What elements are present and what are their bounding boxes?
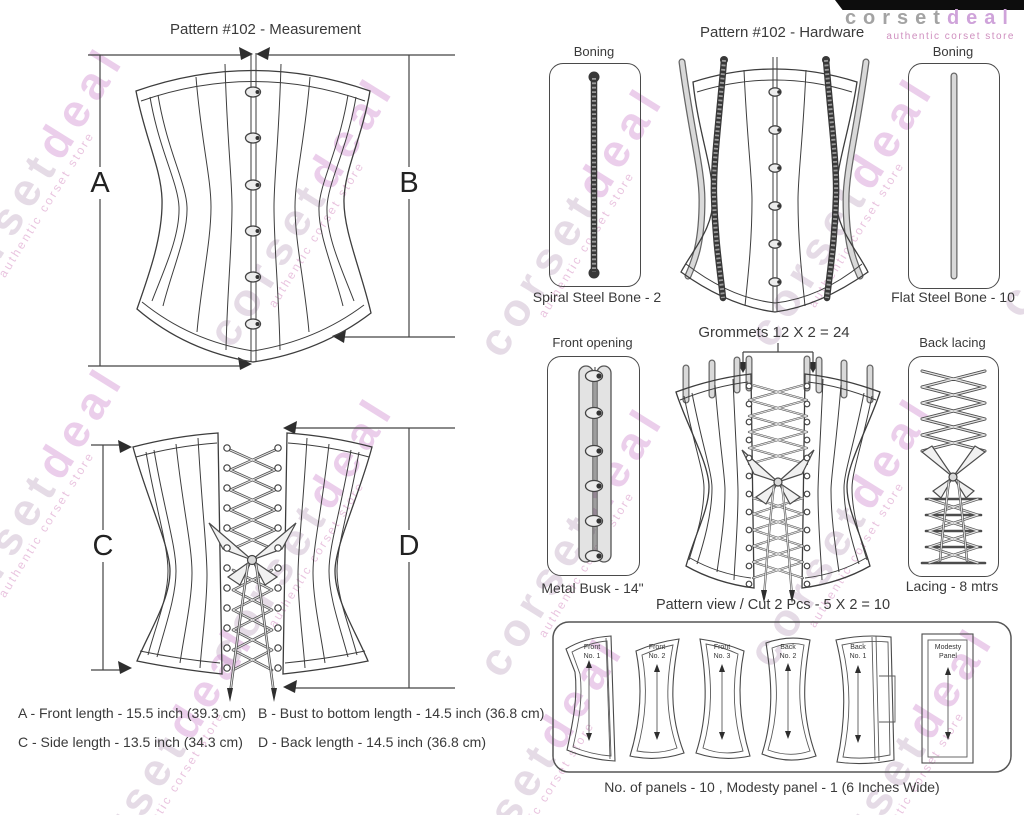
grommets-laces: [741, 382, 815, 603]
label-a: A: [85, 167, 115, 199]
piece-back-2: [761, 637, 817, 761]
piece-back-1: [835, 635, 896, 765]
piece-label-front-1: Front No. 1: [583, 644, 601, 660]
piece-label-back-2: Back No. 2: [779, 644, 797, 660]
boning-right-label: Boning: [932, 44, 974, 59]
brand-logo-tagline: authentic corset store: [886, 31, 1015, 42]
watermark-text: corset: [0, 140, 70, 326]
metal-busk-caption: Metal Busk - 14": [541, 580, 644, 596]
flat-steel-bone-icon: [950, 72, 958, 280]
grommets-label: Grommets 12 X 2 = 24: [698, 324, 850, 341]
piece-label-back-1: Back No. 1: [849, 644, 867, 660]
note-side-length: C - Side length - 13.5 inch (34.3 cm): [18, 734, 243, 750]
front-opening-label: Front opening: [552, 335, 633, 350]
corset-front-outline: [135, 53, 372, 363]
lacing-caption: Lacing - 8 mtrs: [905, 578, 999, 594]
piece-modesty-panel: [921, 633, 974, 764]
piece-front-2: [629, 638, 685, 759]
label-d: D: [394, 530, 424, 562]
hardware-busk-clasps: [768, 87, 782, 287]
note-bust-bottom-length: B - Bust to bottom length - 14.5 inch (3…: [258, 705, 545, 721]
piece-front-3: [695, 638, 751, 759]
corset-back-outline: [132, 432, 373, 675]
busk-clasps: [244, 86, 262, 330]
piece-label-front-2: Front No. 2: [648, 644, 666, 660]
pattern-pieces-diagram: [552, 621, 1012, 773]
spiral-steel-bone-icon: [588, 71, 600, 279]
logo-black-band: [835, 0, 1024, 10]
lacing-icon: [920, 369, 987, 565]
flat-bone-caption: Flat Steel Bone - 10: [891, 289, 1015, 305]
label-c: C: [88, 530, 118, 562]
label-b: B: [394, 167, 424, 199]
spiral-bone-box: [549, 63, 641, 287]
hardware-spiral-bones: [710, 56, 840, 302]
measurement-title: Pattern #102 - Measurement: [170, 21, 361, 38]
note-front-length: A - Front length - 15.5 inch (39.3 cm): [18, 705, 246, 721]
flat-bone-box: [908, 63, 1000, 289]
corset-front-measurement-diagram: [88, 47, 455, 370]
hardware-title: Pattern #102 - Hardware: [700, 24, 865, 41]
note-back-length: D - Back length - 14.5 inch (36.8 cm): [258, 734, 486, 750]
piece-front-1: [565, 635, 616, 762]
metal-busk-box: [547, 356, 640, 576]
hardware-flat-bones: [678, 58, 870, 280]
brand-logo: corsetdeal authentic corset store: [844, 7, 1015, 45]
grommets-bone-tips: [682, 355, 874, 404]
grommets-outline: [675, 373, 881, 589]
back-lacing-laces: [208, 448, 297, 702]
metal-busk-icon: [578, 365, 612, 563]
brand-logo-text: corsetdeal: [844, 7, 1015, 29]
lacing-box: [908, 356, 999, 577]
pattern-view-title: Pattern view / Cut 2 Pcs - 5 X 2 = 10: [655, 597, 891, 613]
boning-left-label: Boning: [573, 44, 615, 59]
piece-label-front-3: Front No. 3: [713, 644, 731, 660]
panels-note: No. of panels - 10 , Modesty panel - 1 (…: [604, 779, 940, 795]
back-grommets: [223, 444, 282, 672]
corset-grommets-diagram: [675, 343, 881, 603]
measure-lines-ab: [88, 47, 455, 370]
piece-label-modesty: Modesty Panel: [934, 644, 962, 660]
back-lacing-label: Back lacing: [919, 335, 986, 350]
corset-hardware-diagram: [678, 56, 870, 313]
grommet-rings: [745, 382, 811, 588]
spiral-bone-caption: Spiral Steel Bone - 2: [532, 289, 662, 305]
